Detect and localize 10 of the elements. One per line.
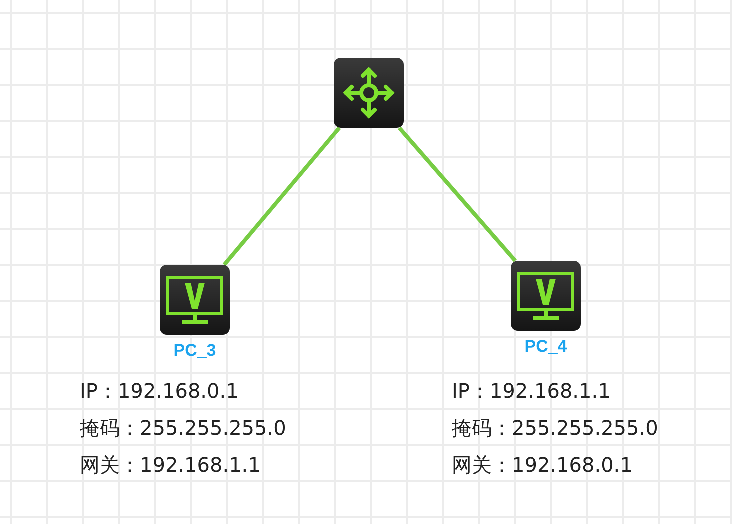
- link-line: [398, 126, 517, 262]
- config-text: 网关：192.168.0.1: [452, 452, 634, 478]
- config-text: 网关：192.168.1.1: [80, 452, 262, 478]
- config-text: 掩码：255.255.255.0: [80, 415, 286, 441]
- device-label: PC_3: [174, 341, 216, 361]
- link-line: [222, 126, 342, 266]
- config-text: IP：192.168.1.1: [452, 378, 612, 404]
- device-label: PC_4: [524, 337, 568, 357]
- config-text: 掩码：255.255.255.0: [452, 415, 658, 441]
- config-text: IP：192.168.0.1: [80, 378, 240, 404]
